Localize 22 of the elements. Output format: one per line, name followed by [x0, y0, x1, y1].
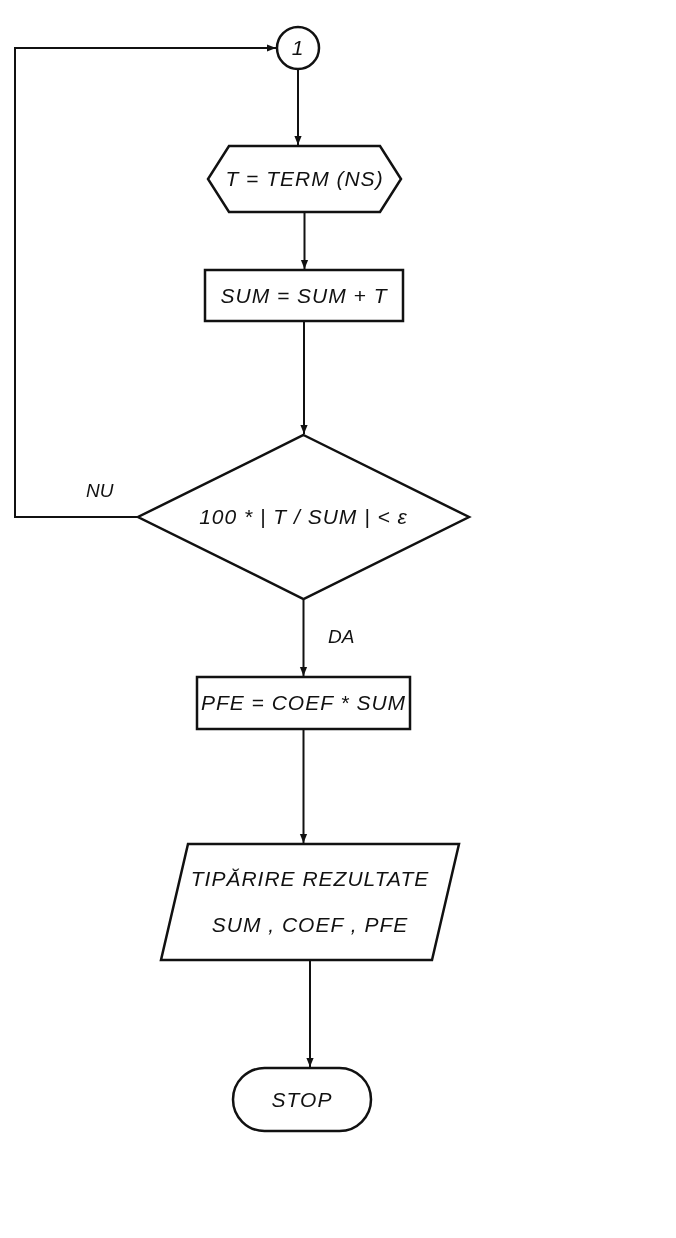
node-text: T = TERM (NS)	[225, 167, 384, 191]
arrow	[294, 69, 302, 146]
decision-diamond	[137, 434, 470, 600]
arrow	[14, 44, 277, 518]
node-text: STOP	[271, 1087, 333, 1112]
connector-circle	[276, 26, 320, 70]
node-text: 100 * | T / SUM | < ε	[199, 505, 408, 529]
node-text: PFE = COEF * SUM	[200, 691, 407, 715]
arrow	[300, 321, 308, 435]
terminator-shape	[232, 1067, 372, 1132]
node-text: SUM , COEF , PFE	[211, 913, 409, 937]
node-text: TIPĂRIRE REZULTATE	[190, 867, 430, 891]
node-text: SUM = SUM + T	[220, 283, 388, 308]
connector-number: 1	[291, 36, 305, 60]
arrow	[299, 729, 308, 844]
process-box	[204, 269, 404, 322]
io-parallelogram	[160, 843, 460, 961]
arrow	[306, 960, 314, 1068]
arrow	[299, 599, 308, 677]
preparation-hexagon	[207, 145, 402, 213]
arrow	[300, 212, 309, 270]
process-box	[196, 676, 411, 730]
